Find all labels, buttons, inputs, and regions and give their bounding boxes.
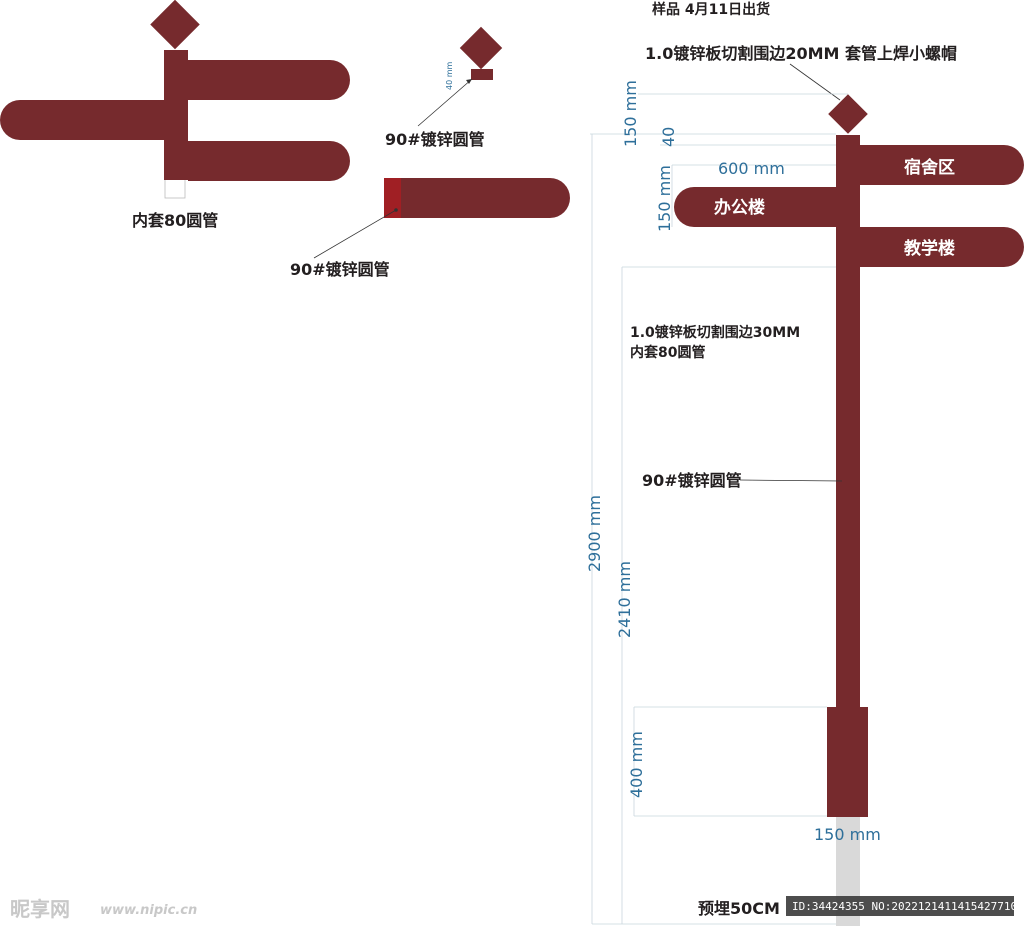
watermark: 昵享网 www.nipic.cn bbox=[10, 897, 197, 921]
leader-arm-detail bbox=[313, 209, 397, 259]
detail-finial-collar bbox=[471, 69, 493, 80]
dim-40mm-small: 40 mm bbox=[445, 61, 454, 90]
detail-arm-plate bbox=[384, 178, 570, 218]
sign-dormitory-text: 宿舍区 bbox=[904, 157, 955, 178]
label-90-pipe-small-b: 90#镀锌圆管 bbox=[290, 260, 390, 279]
label-top-note: 1.0镀锌板切割围边20MM 套管上焊小螺帽 bbox=[645, 44, 957, 63]
label-inner-tube-left: 内套80圆管 bbox=[132, 211, 218, 230]
dim-150mm-top: 150 mm bbox=[621, 80, 640, 147]
label-side-note-line1: 1.0镀锌板切割围边30MM bbox=[630, 324, 800, 341]
detail-finial-diamond bbox=[459, 26, 503, 70]
id-footer-text: ID:34424355 NO:20221214114154277104 bbox=[792, 900, 1024, 913]
dim-400mm: 400 mm bbox=[627, 731, 646, 798]
arm-detail: 90#镀锌圆管 bbox=[290, 178, 570, 279]
left-sign-assembly: 内套80圆管 bbox=[0, 0, 350, 230]
dim-2410mm: 2410 mm bbox=[615, 561, 634, 638]
sign-office bbox=[674, 187, 836, 227]
sign-teaching-text: 教学楼 bbox=[903, 238, 955, 259]
leader-top-note bbox=[789, 63, 841, 101]
dim-40: 40 bbox=[659, 127, 678, 147]
main-finial-diamond bbox=[828, 94, 868, 134]
label-90-pipe-small-a: 90#镀锌圆管 bbox=[385, 130, 485, 149]
main-post bbox=[836, 135, 860, 710]
left-arm-upper-right bbox=[188, 60, 350, 100]
leader-finial-detail bbox=[417, 78, 473, 127]
leader-dot-arm bbox=[394, 208, 398, 212]
dim-600mm: 600 mm bbox=[718, 159, 785, 178]
finial-detail: 40 mm 90#镀锌圆管 bbox=[385, 26, 503, 149]
label-90-pipe-main: 90#镀锌圆管 bbox=[642, 471, 742, 490]
sign-dormitory bbox=[860, 145, 1024, 185]
leader-arrowhead-finial bbox=[466, 79, 472, 84]
post-base-sleeve bbox=[827, 707, 868, 817]
label-sample-date: 样品 4月11日出货 bbox=[652, 1, 770, 18]
left-arm-lower-right bbox=[188, 141, 350, 181]
left-finial-diamond bbox=[150, 0, 200, 50]
detail-arm-tube-end bbox=[384, 178, 401, 218]
label-embed-depth: 预埋50CM bbox=[698, 899, 780, 918]
id-footer-bar bbox=[786, 896, 1014, 916]
sign-office-text: 办公楼 bbox=[714, 197, 765, 218]
sign-teaching bbox=[860, 227, 1024, 267]
dim-2900mm: 2900 mm bbox=[585, 495, 604, 572]
leader-90-pipe-main bbox=[739, 479, 843, 482]
watermark-url: www.nipic.cn bbox=[100, 903, 197, 918]
left-arm-left bbox=[0, 100, 164, 140]
dim-150mm-base: 150 mm bbox=[814, 825, 881, 844]
main-elevation: 样品 4月11日出货 1.0镀锌板切割围边20MM 套管上焊小螺帽 宿舍区 办公… bbox=[585, 1, 1024, 926]
left-post bbox=[164, 50, 188, 180]
watermark-brand: 昵享网 bbox=[10, 897, 70, 921]
label-side-note-line2: 内套80圆管 bbox=[630, 344, 705, 361]
dim-150mm-arm: 150 mm bbox=[655, 165, 674, 232]
dimension-guides bbox=[590, 93, 848, 925]
